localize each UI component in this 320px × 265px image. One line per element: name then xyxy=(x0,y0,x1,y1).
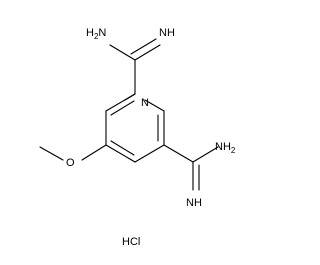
bond-amidine-top-nh2 xyxy=(109,44,136,61)
chemical-structure: H2N NH N O NH2 NH HCl xyxy=(39,27,236,248)
bond-c3-c4 xyxy=(134,144,165,163)
pyridine-ring xyxy=(105,93,165,163)
label-imine-bottom: NH xyxy=(186,197,202,209)
bond-c4-c5-inner xyxy=(110,140,135,156)
bond-c6-c7-inner xyxy=(110,100,135,116)
bond-amidine-top-nh-b xyxy=(130,38,157,55)
label-methoxy-oxygen: O xyxy=(66,157,75,169)
bond-c7-n1 xyxy=(124,93,136,101)
methoxy-group xyxy=(39,144,107,161)
amidine-bottom xyxy=(163,144,219,191)
label-imine-top: NH xyxy=(159,27,175,39)
label-salt: HCl xyxy=(122,236,140,248)
amidine-top xyxy=(109,38,161,95)
bond-c4-c5 xyxy=(105,144,136,163)
label-ring-nitrogen: N xyxy=(141,97,149,109)
bond-ring-amidine-bottom xyxy=(163,144,194,163)
bond-amidine-bottom-nh2 xyxy=(192,146,219,163)
bond-oxygen-methyl xyxy=(39,146,64,161)
bond-amidine-top-nh-a xyxy=(134,44,161,61)
label-amine-bottom: NH2 xyxy=(215,141,236,155)
bond-ring-oxygen xyxy=(81,144,107,161)
label-amine-top: H2N xyxy=(86,27,106,41)
bond-n1-c2 xyxy=(144,99,165,112)
